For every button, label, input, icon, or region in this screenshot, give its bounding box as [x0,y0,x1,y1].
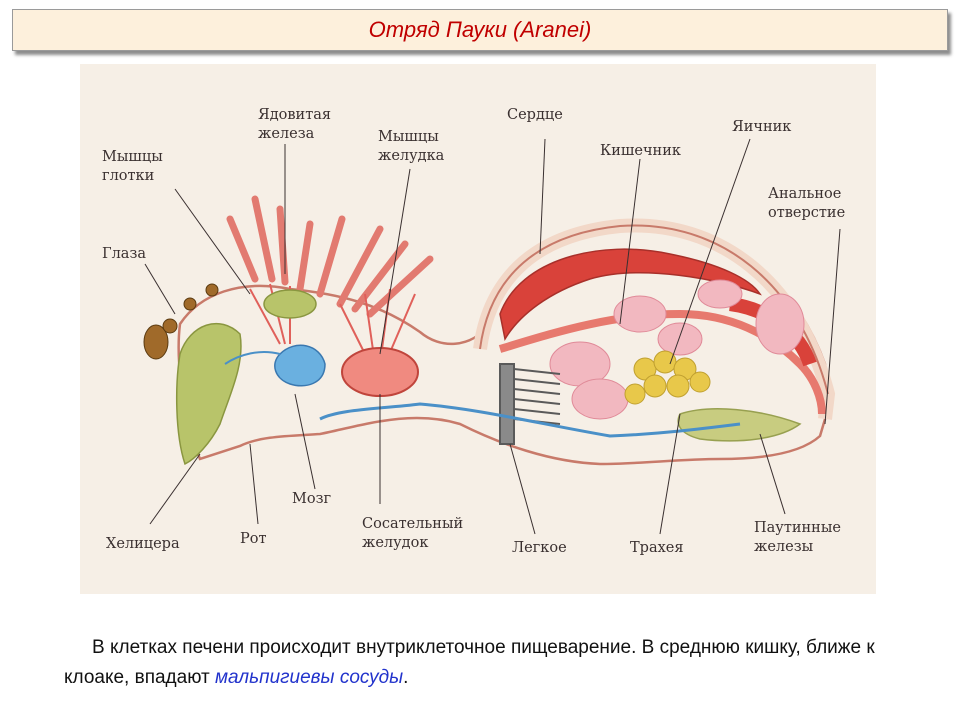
body-outline [177,220,830,466]
label-spinning-glands: Паутинные железы [754,520,841,555]
label-muscles-stomach: Мышцы желудка [378,129,445,164]
label-lung: Легкое [512,540,567,556]
label-brain: Мозг [292,491,332,507]
nerve-branch [224,351,281,365]
label-ovary: Яичник [732,119,792,135]
caption-highlight: мальпигиевы сосуды [215,667,404,688]
spider-anatomy-diagram: Мышцы глотки Ядовитая железа Мышцы желуд… [80,64,876,594]
brain-shape [274,344,326,387]
label-sucking-stomach: Сосательный желудок [362,516,464,551]
label-eyes: Глаза [102,246,147,262]
label-heart: Сердце [507,107,563,123]
lung-comb [499,363,561,445]
caption-end: . [403,667,409,688]
label-venom-gland: Ядовитая железа [258,107,332,142]
label-muscles-pharynx: Мышцы глотки [102,149,163,184]
sucking-stomach-shape [341,347,419,397]
title-banner: Отряд Пауки (Aranei) [12,9,948,51]
anatomy-drawing [143,138,841,535]
intestine-tube [498,309,826,415]
caption-paragraph: В клетках печени происходит внутриклеточ… [64,633,924,693]
heart-shape [499,248,762,342]
label-chelicera: Хелицера [106,536,180,552]
label-anus: Анальное отверстие [768,186,846,221]
label-intestine: Кишечник [600,143,681,159]
leader-lines [144,138,841,535]
caption-text: В клетках печени происходит внутриклеточ… [64,637,875,688]
eye-dots [143,283,219,360]
label-trachea: Трахея [630,540,684,556]
slide-title: Отряд Пауки (Aranei) [368,17,592,42]
liver-lobes [549,279,805,420]
venom-gland-shape [263,289,317,319]
muscle-fibers [226,195,434,318]
ovary-cluster [624,350,711,405]
label-mouth: Рот [240,531,267,547]
chelicera-shape [176,323,242,466]
